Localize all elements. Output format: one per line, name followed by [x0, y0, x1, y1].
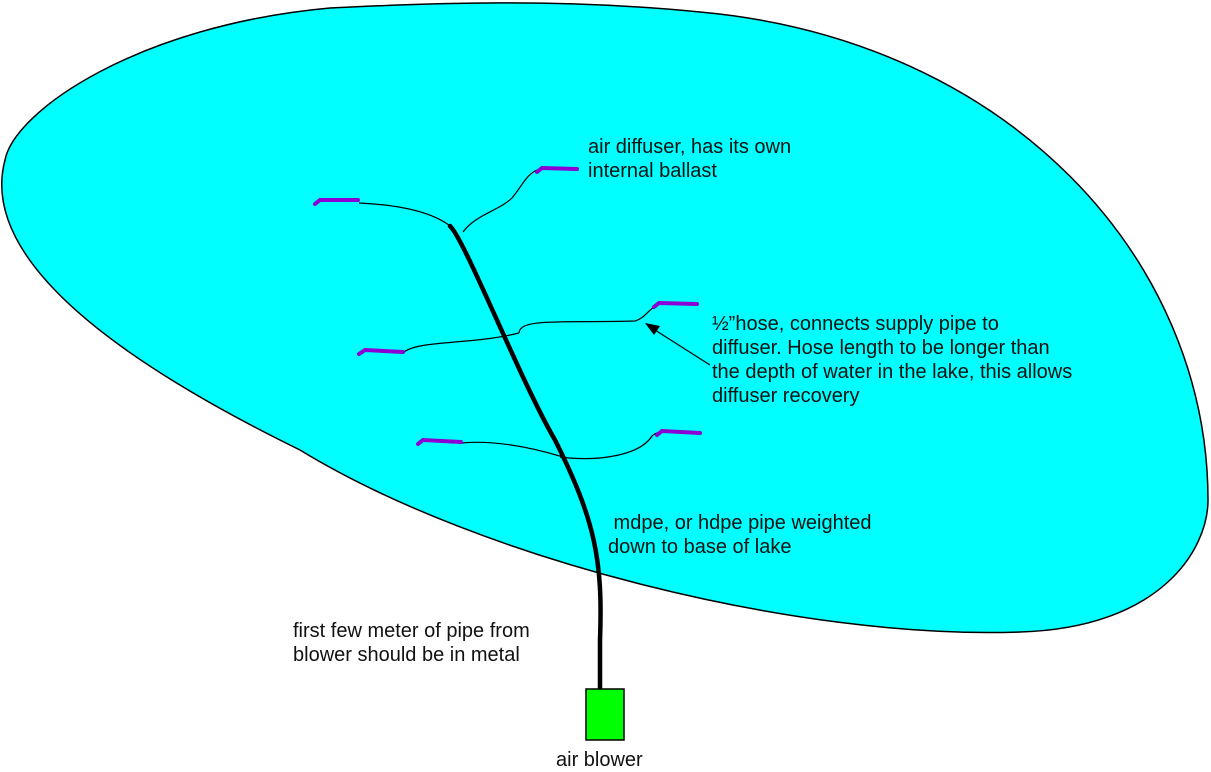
hose-label: ½”hose, connects supply pipe to diffuser…	[712, 312, 1072, 408]
air-blower-label: air blower	[556, 749, 643, 771]
diffuser-label-line-1: air diffuser, has its own	[588, 136, 792, 158]
hose-top-left	[358, 202, 451, 227]
hose-label-line-3: the depth of water in the lake, this all…	[712, 361, 1073, 383]
diffuser-low-right	[655, 428, 702, 437]
diffuser-mid-left	[357, 347, 405, 356]
supply-pipe	[447, 223, 603, 693]
pipe-label-line-2: down to base of lake	[608, 536, 792, 558]
lake	[1, 2, 1209, 634]
metal-pipe-label-line-2: blower should be in metal	[293, 644, 520, 666]
hose-label-line-4: diffuser recovery	[712, 385, 860, 407]
hose-top-right	[462, 169, 538, 233]
arrowhead-icon	[645, 323, 660, 335]
metal-pipe-label-line-1: first few meter of pipe from	[293, 620, 530, 642]
diffuser-low-left	[416, 437, 463, 446]
diffuser-label-line-2: internal ballast	[588, 160, 717, 182]
diffuser-top-right	[535, 165, 579, 174]
metal-pipe-label: first few meter of pipe from blower shou…	[293, 619, 530, 667]
diffuser-label: air diffuser, has its own internal balla…	[588, 135, 791, 183]
callout-line	[654, 329, 711, 366]
pipe-label-line-1: mdpe, or hdpe pipe weighted	[608, 512, 872, 534]
air-blower-box	[585, 688, 625, 741]
hose-low-left	[461, 441, 564, 458]
hose-label-line-2: diffuser. Hose length to be longer than	[712, 337, 1050, 359]
hose-mid-left	[403, 332, 520, 353]
hose-mid-right	[518, 304, 658, 334]
diffuser-top-left	[313, 198, 360, 206]
diffusers	[313, 165, 702, 446]
diffuser-mid-right	[652, 300, 699, 309]
pipe-label: mdpe, or hdpe pipe weighted down to base…	[608, 511, 872, 559]
hose-label-line-1: ½”hose, connects supply pipe to	[712, 313, 999, 335]
